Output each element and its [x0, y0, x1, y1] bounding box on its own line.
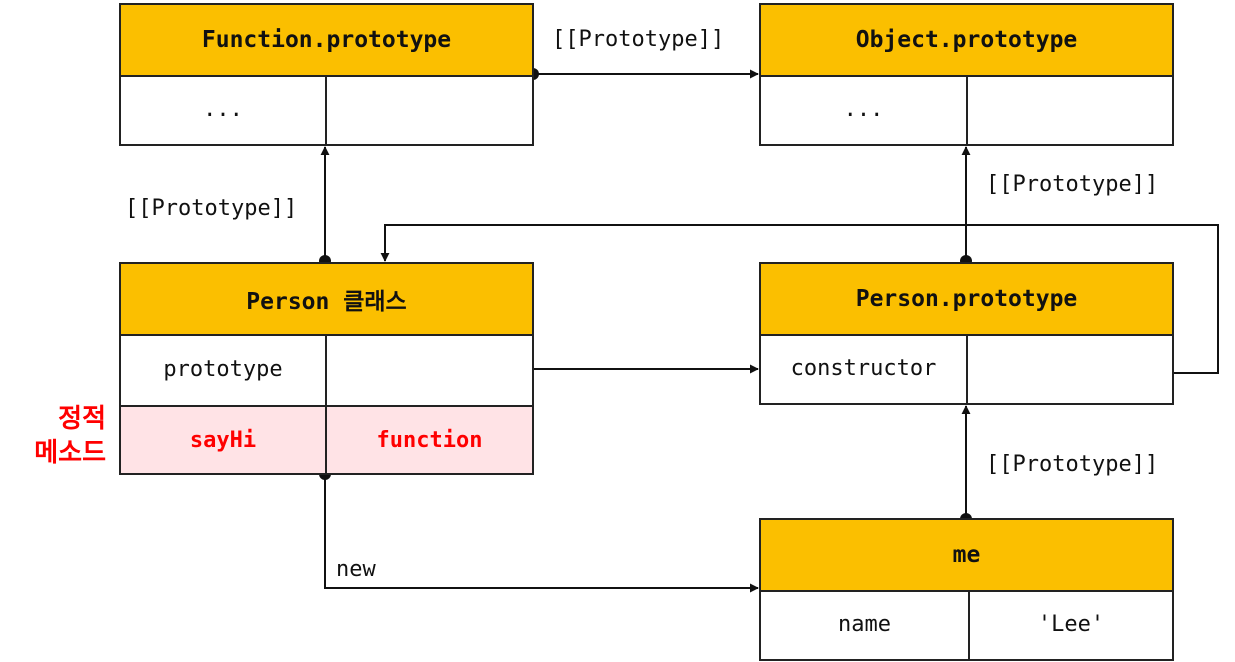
- me-row-key: name: [761, 590, 970, 659]
- static-method-name: sayHi: [121, 407, 327, 473]
- person-prototype-row-value: [968, 334, 1172, 403]
- arrow-person-proto-to-object-proto: [960, 146, 972, 267]
- label-new: new: [336, 557, 376, 582]
- object-prototype-row-value: [968, 75, 1172, 144]
- person-class-box: Person 클래스 prototype sayHi function: [119, 262, 534, 475]
- function-prototype-row-value: [327, 75, 532, 144]
- person-class-static-method-row: sayHi function: [121, 405, 532, 473]
- function-prototype-row: ...: [121, 75, 532, 144]
- person-class-prototype-value: [327, 334, 532, 405]
- object-prototype-box: Object.prototype ...: [759, 3, 1174, 146]
- object-prototype-row: ...: [761, 75, 1172, 144]
- person-prototype-title: Person.prototype: [761, 264, 1172, 336]
- arrow-function-proto-to-object-proto: [527, 68, 759, 80]
- person-prototype-box: Person.prototype constructor: [759, 262, 1174, 405]
- function-prototype-title: Function.prototype: [121, 5, 532, 77]
- label-proto-left: [[Prototype]]: [125, 196, 298, 221]
- arrow-new-to-me: [319, 468, 759, 593]
- static-method-label-line2: 메소드: [34, 438, 106, 468]
- person-prototype-row: constructor: [761, 334, 1172, 403]
- label-proto-right-lower: [[Prototype]]: [986, 452, 1159, 477]
- person-class-prototype-row: prototype: [121, 334, 532, 405]
- object-prototype-title: Object.prototype: [761, 5, 1172, 77]
- function-prototype-row-key: ...: [121, 75, 327, 144]
- static-method-label: 정적 메소드: [18, 402, 106, 470]
- me-row: name 'Lee': [761, 590, 1172, 659]
- function-prototype-box: Function.prototype ...: [119, 3, 534, 146]
- label-proto-top: [[Prototype]]: [552, 27, 725, 52]
- me-row-value: 'Lee': [1037, 612, 1105, 637]
- static-method-value: function: [376, 427, 483, 453]
- person-class-prototype-key: prototype: [121, 334, 327, 405]
- label-proto-right-upper: [[Prototype]]: [986, 172, 1159, 197]
- object-prototype-row-key: ...: [761, 75, 968, 144]
- person-prototype-row-key: constructor: [761, 334, 968, 403]
- static-method-label-line1: 정적: [58, 404, 106, 434]
- arrow-person-class-to-function-proto: [319, 146, 331, 267]
- person-class-title: Person 클래스: [121, 264, 532, 336]
- arrow-me-to-person-proto: [960, 405, 972, 525]
- me-title: me: [761, 520, 1172, 592]
- me-box: me name 'Lee': [759, 518, 1174, 661]
